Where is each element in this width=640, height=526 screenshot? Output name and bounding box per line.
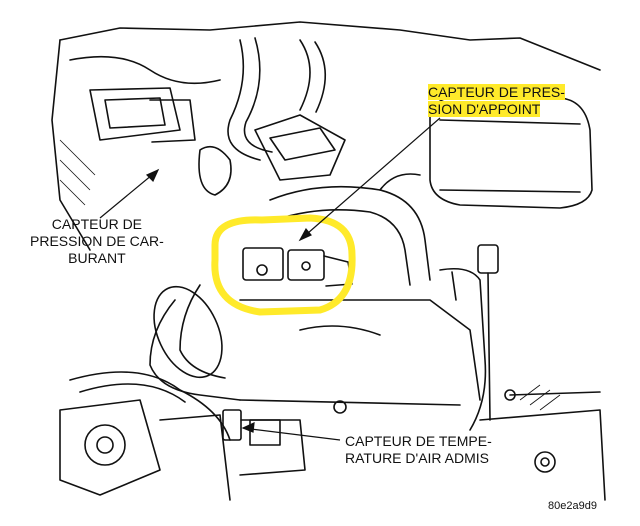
intake-air-temperature-sensor-label: CAPTEUR DE TEMPE- RATURE D'AIR ADMIS [345,433,492,466]
boost-sensor-highlight-ring [211,214,356,316]
leader-fuel [99,169,159,219]
figure-code: 80e2a9d9 [548,500,597,512]
leader-boost [299,117,441,241]
fuel-pressure-sensor-label: CAPTEUR DE PRESSION DE CAR- BURANT [30,216,164,266]
leader-air [242,427,341,441]
boost-pressure-sensor-label: CAPTEUR DE PRES- SION D'APPOINT [428,84,565,117]
